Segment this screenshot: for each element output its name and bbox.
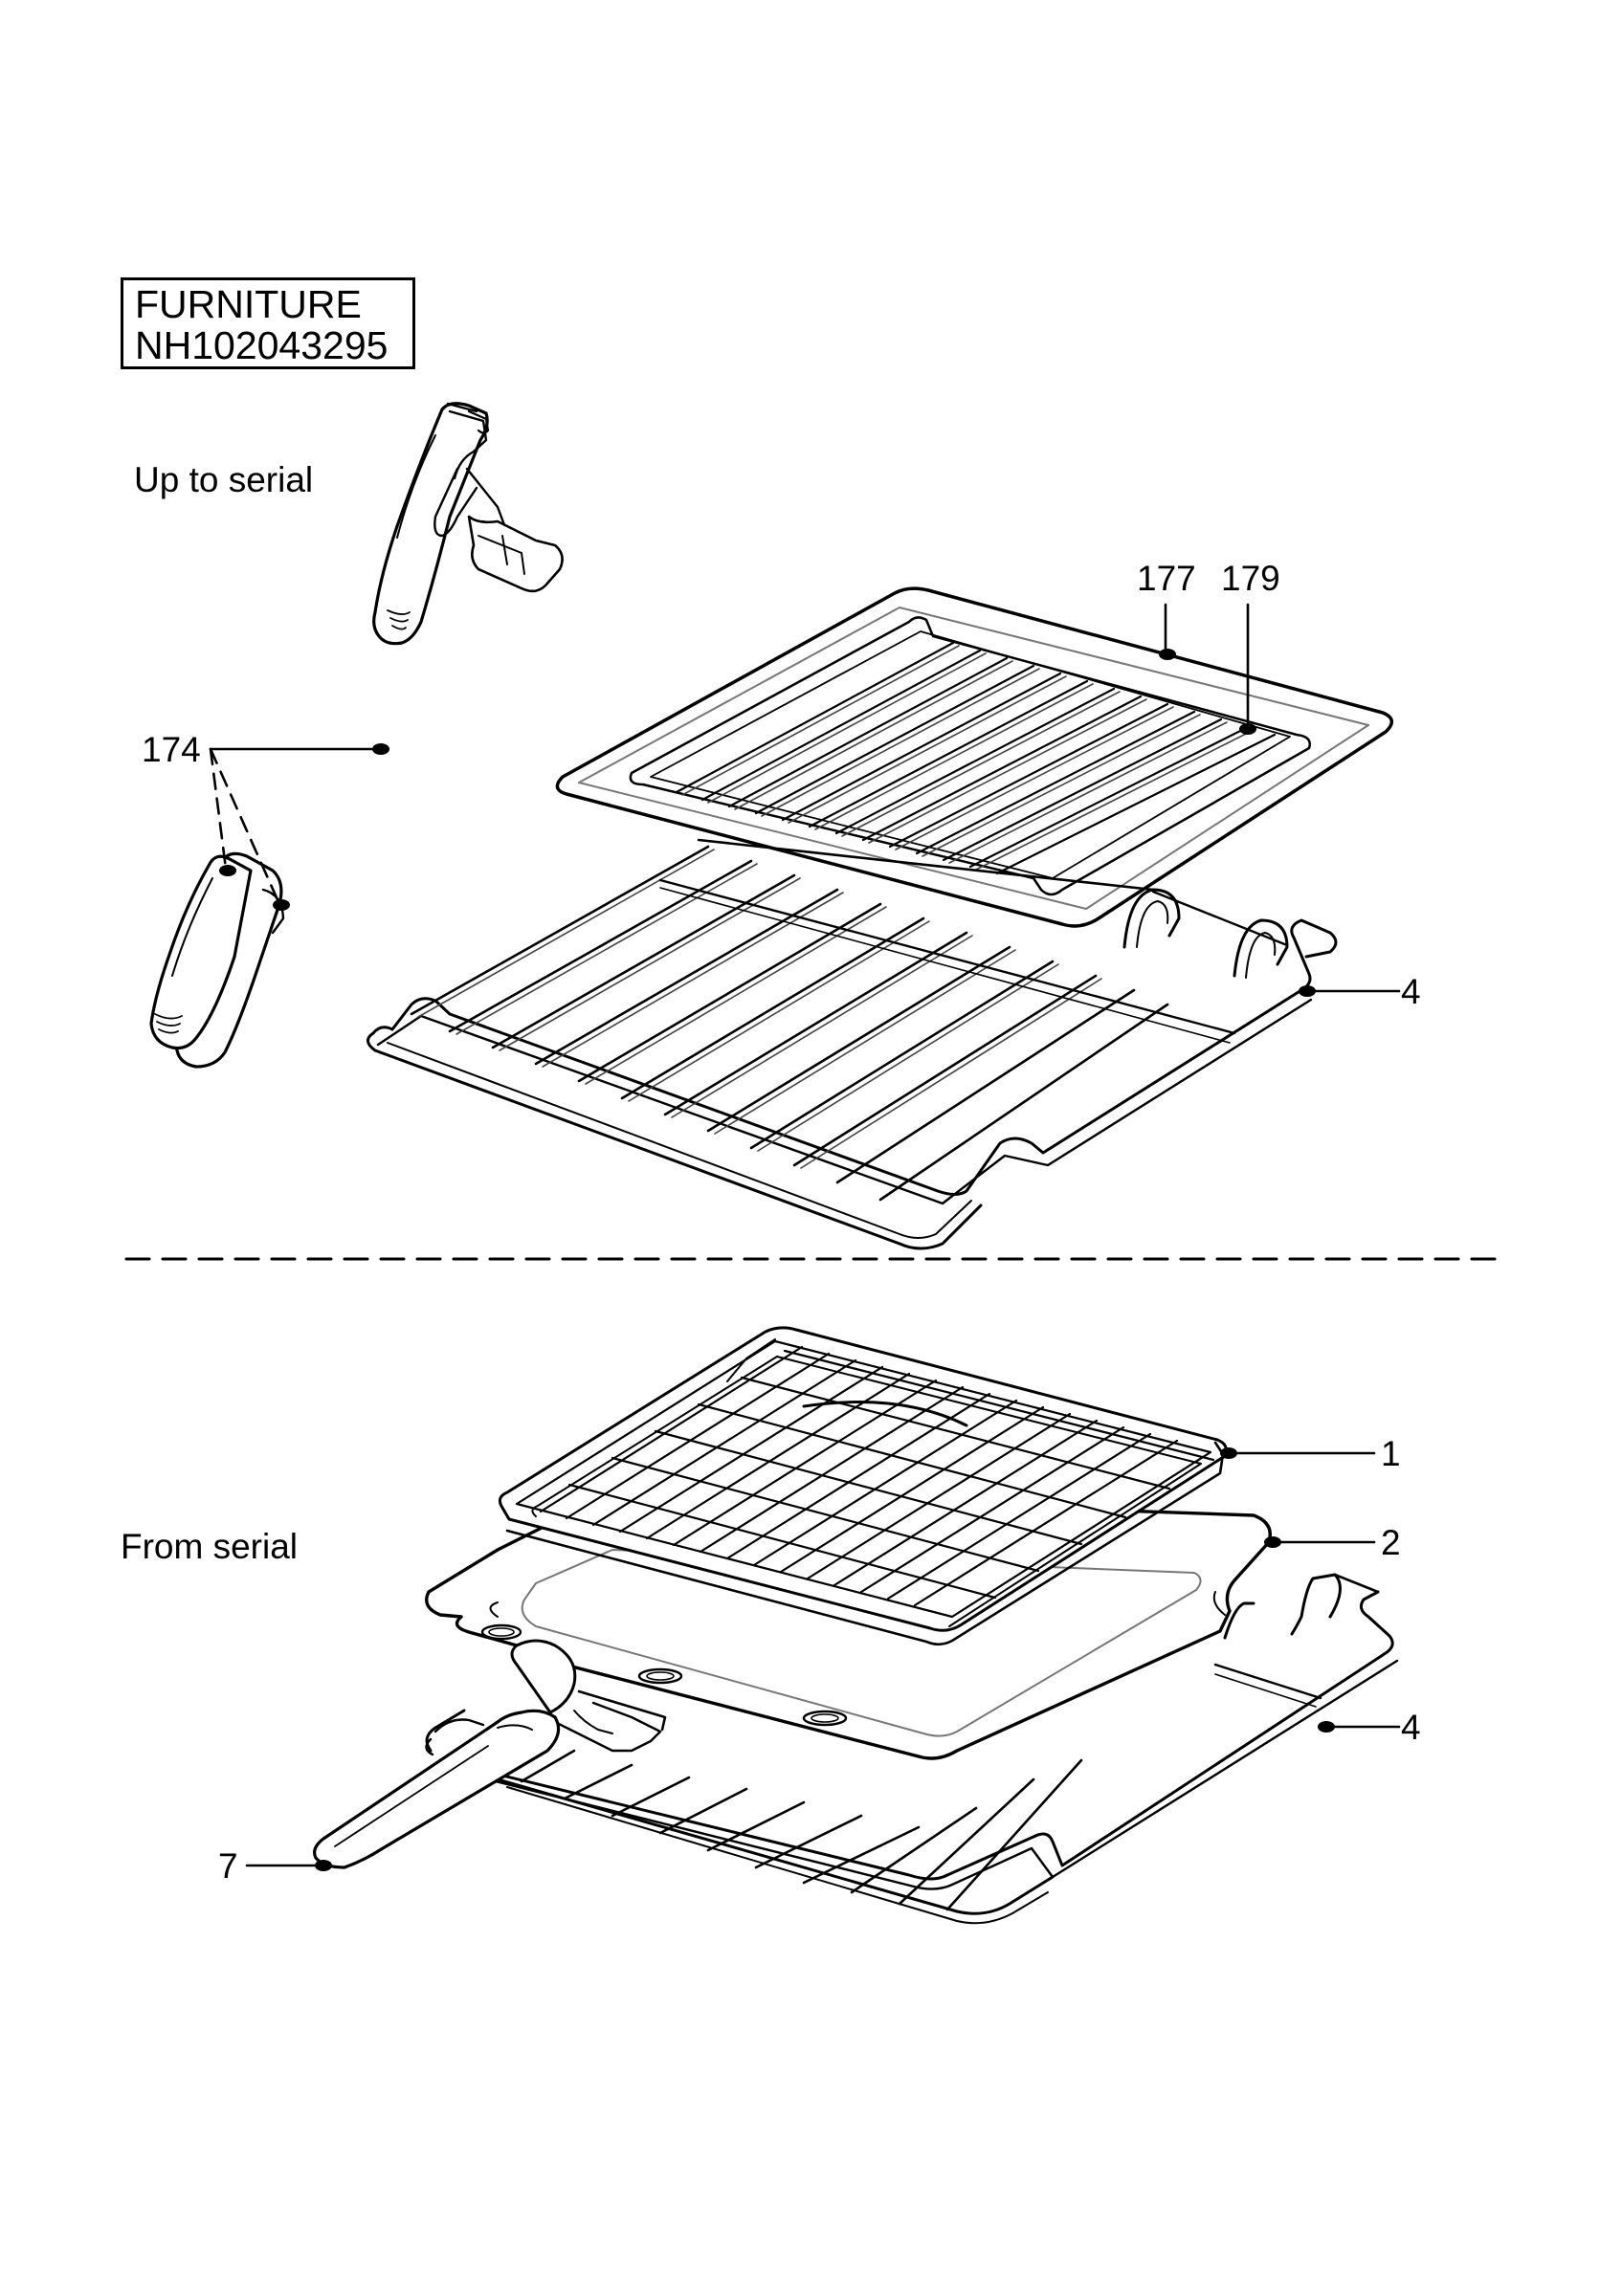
tray-handle-7	[313, 1639, 667, 1869]
wire-grid-1	[498, 1326, 1228, 1646]
oven-shelf-top	[367, 838, 1338, 1250]
callout-2: 2	[1381, 1523, 1401, 1562]
grill-tray-177	[555, 586, 1393, 928]
grill-handle-174-lower	[149, 851, 285, 1069]
callout-174: 174	[142, 730, 201, 769]
callout-177: 177	[1137, 559, 1196, 598]
callout-dots-top	[219, 649, 1316, 997]
title-line-1: FURNITURE	[135, 282, 362, 326]
grill-handle-174-upper	[372, 402, 564, 646]
callout-7: 7	[218, 1846, 238, 1886]
callout-dots-bottom	[315, 1447, 1335, 1871]
callouts-bottom	[245, 1451, 1401, 1867]
section-label-from-serial: From serial	[121, 1527, 299, 1566]
oven-shelf-bottom	[425, 1573, 1399, 1925]
title-box: FURNITURE NH102043295	[121, 277, 415, 369]
section-label-up-to-serial: Up to serial	[134, 460, 314, 499]
callouts-top	[209, 603, 1401, 993]
callout-4-top: 4	[1401, 972, 1421, 1011]
title-line-2: NH102043295	[135, 323, 389, 367]
callout-179: 179	[1221, 559, 1280, 598]
callout-4-bottom: 4	[1401, 1708, 1421, 1747]
callout-1: 1	[1381, 1434, 1401, 1473]
